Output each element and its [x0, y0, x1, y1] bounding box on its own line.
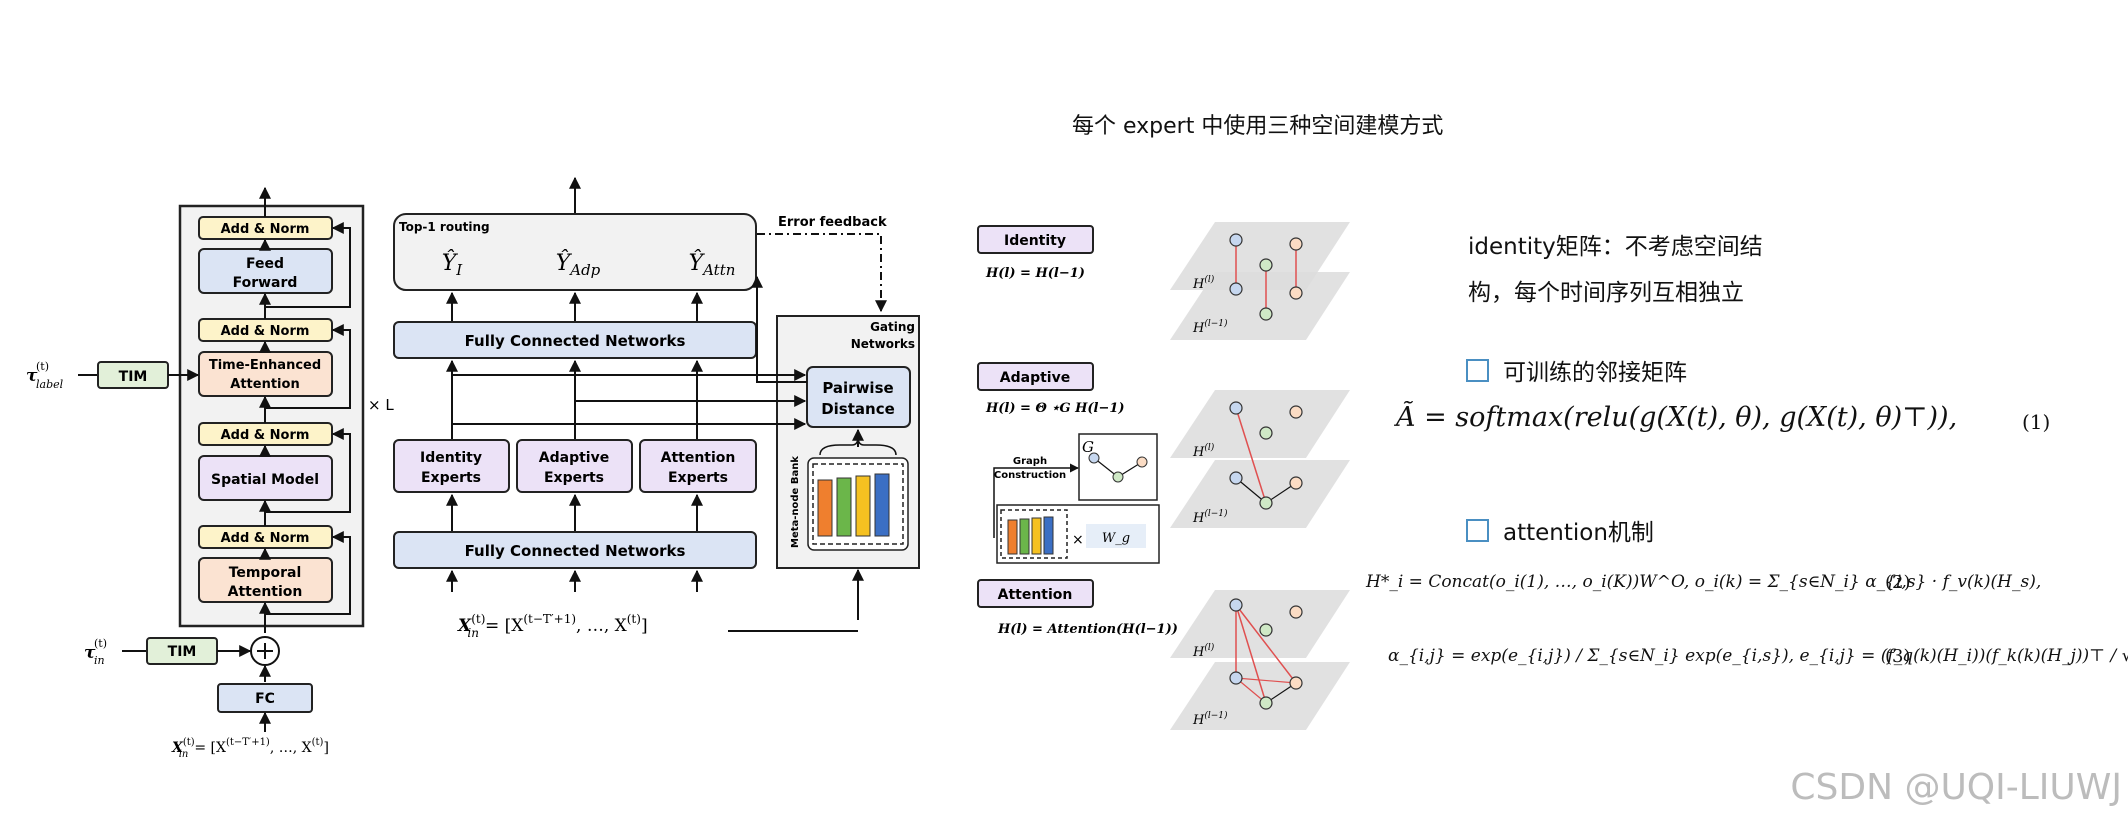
svg-text:Gating: Gating: [870, 320, 915, 334]
adaptive-tag-label: Adaptive: [1000, 370, 1070, 386]
fc-networks-box: [393, 531, 757, 569]
moe-section: Top-1 routing ŶI ŶAdp ŶAttn Error feedba…: [393, 176, 920, 640]
meta-node-bars: [817, 473, 890, 537]
equation-2: H*_i = Concat(o_i(1), …, o_i(K))W^O, o_i…: [1366, 572, 2042, 592]
add-norm-label: Add & Norm: [221, 428, 310, 443]
attention-experts-box: [639, 439, 757, 493]
svg-text:label: label: [36, 378, 64, 391]
svg-text:Construction: Construction: [994, 470, 1066, 481]
svg-text:Attention: Attention: [661, 450, 736, 466]
svg-text:Networks: Networks: [851, 337, 915, 351]
identity-tag: [977, 225, 1094, 254]
adaptive-equation: H(l) = Θ ⋆G H(l−1): [985, 401, 1125, 416]
attention-equation: H(l) = Attention(H(l−1)): [997, 622, 1178, 637]
svg-text:Feed: Feed: [246, 256, 284, 272]
error-feedback-label: Error feedback: [778, 215, 887, 230]
svg-text:Experts: Experts: [544, 470, 604, 486]
identity-note-line2: 构，每个时间序列互相独立: [1468, 280, 1744, 306]
add-norm-label: Add & Norm: [221, 324, 310, 339]
svg-text:Attention: Attention: [230, 377, 299, 392]
svg-text:(t): (t): [36, 360, 49, 373]
svg-text:Experts: Experts: [668, 470, 728, 486]
svg-text:(t): (t): [94, 637, 107, 650]
svg-text:Adaptive: Adaptive: [539, 450, 609, 466]
svg-text:Experts: Experts: [421, 470, 481, 486]
left-model: Add & Norm Feed Forward Add & Norm Time-…: [26, 186, 394, 760]
svg-text:τ: τ: [26, 366, 38, 386]
svg-text:Identity: Identity: [420, 450, 482, 466]
times-symbol: ×: [1072, 532, 1084, 548]
identity-note-line1: identity矩阵：不考虑空间结: [1468, 234, 1763, 260]
equation-2-number: (2): [1885, 572, 1911, 593]
checkbox[interactable]: [1466, 519, 1489, 542]
checkbox[interactable]: [1466, 359, 1489, 382]
equation-1: Ã = softmax(relu(g(X(t), θ), g(X(t), θ)⊤…: [1396, 402, 1958, 433]
fc-networks-label: Fully Connected Networks: [465, 542, 686, 560]
fc-networks-label: Fully Connected Networks: [465, 332, 686, 350]
attention-note: attention机制: [1466, 510, 1654, 556]
svg-text:Time-Enhanced: Time-Enhanced: [209, 358, 321, 373]
equation-3: α_{i,j} = exp(e_{i,j}) / Σ_{s∈N_i} exp(e…: [1388, 646, 2128, 666]
watermark: CSDN @UQI-LIUWJ: [1790, 767, 2122, 808]
spatial-models: Identity H(l) = H(l−1) Adaptive H(l) = Θ…: [977, 222, 1350, 730]
svg-text:Forward: Forward: [233, 275, 298, 291]
identity-note: identity矩阵：不考虑空间结 构，每个时间序列互相独立: [1468, 224, 1763, 316]
identity-experts-box: [393, 439, 510, 493]
identity-equation: H(l) = H(l−1): [985, 266, 1085, 281]
svg-text:X(t)in= [X(t−T′+1), …, X(t)]: X(t)in= [X(t−T′+1), …, X(t)]: [171, 737, 329, 760]
attention-tag: [977, 579, 1094, 608]
svg-text:in: in: [94, 654, 105, 667]
identity-tag-label: Identity: [1004, 233, 1066, 249]
svg-text:Graph: Graph: [1013, 456, 1047, 467]
routing-box: [393, 213, 757, 291]
svg-text:τ: τ: [84, 643, 96, 663]
graph-symbol: G: [1082, 438, 1094, 456]
equation-3-number: (3): [1885, 646, 1911, 667]
top1-routing-label: Top-1 routing: [399, 220, 490, 234]
trainable-note: 可训练的邻接矩阵: [1466, 350, 1687, 396]
meta-node-bank-label: Meta-node Bank: [790, 456, 801, 548]
fc-label: FC: [255, 691, 275, 707]
attention-tag-label: Attention: [998, 587, 1073, 603]
trainable-note-label: 可训练的邻接矩阵: [1503, 360, 1687, 386]
svg-text:Distance: Distance: [821, 400, 895, 418]
svg-text:Pairwise: Pairwise: [822, 379, 893, 397]
adaptive-tag: [977, 362, 1094, 391]
add-norm-label: Add & Norm: [221, 531, 310, 546]
pairwise-distance-box: [806, 366, 911, 428]
equation-1-number: (1): [2022, 410, 2051, 434]
svg-text:Temporal: Temporal: [229, 565, 302, 581]
weight-symbol: W_g: [1102, 531, 1130, 546]
tim-label: TIM: [119, 369, 148, 385]
repeat-label: × L: [368, 396, 394, 414]
page-heading: 每个 expert 中使用三种空间建模方式: [1072, 114, 1444, 139]
adaptive-experts-box: [516, 439, 633, 493]
attention-note-label: attention机制: [1503, 520, 1654, 546]
spatial-model-label: Spatial Model: [211, 472, 319, 488]
tim-label: TIM: [168, 644, 197, 660]
add-norm-label: Add & Norm: [221, 222, 310, 237]
svg-text:Attention: Attention: [228, 584, 303, 600]
svg-text:X(t)in= [X(t−T′+1), …, X(t)]: X(t)in= [X(t−T′+1), …, X(t)]: [457, 612, 648, 640]
